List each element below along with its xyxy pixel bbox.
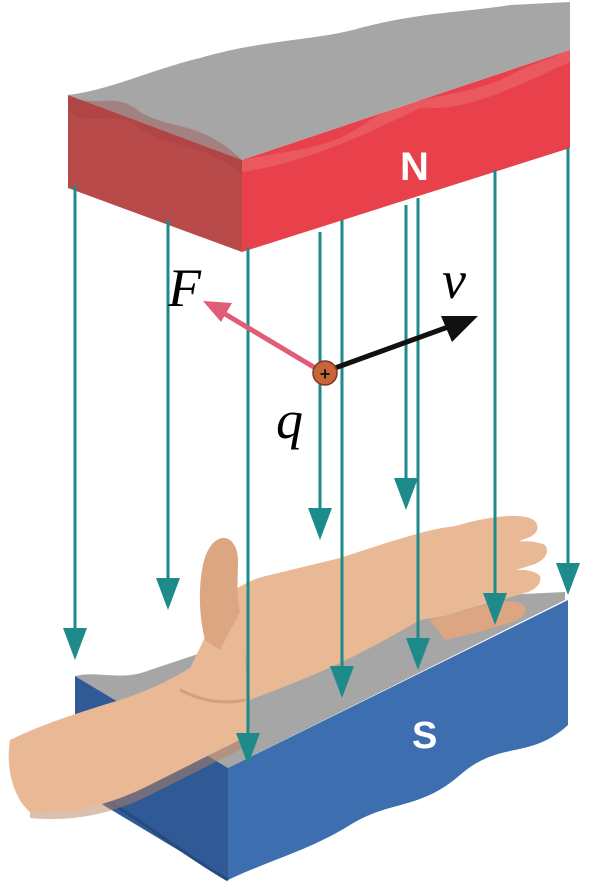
north-magnet-side-shading xyxy=(68,95,242,175)
arrow-down-icon xyxy=(156,578,180,610)
field-line-1 xyxy=(63,185,87,660)
velocity-arrowhead-icon xyxy=(441,316,478,342)
charged-particle: + q xyxy=(276,360,338,450)
arrow-down-icon xyxy=(63,628,87,660)
finger-middle xyxy=(400,541,547,600)
field-line-3 xyxy=(308,232,332,540)
north-magnet: N xyxy=(68,2,570,252)
finger-little xyxy=(430,601,526,640)
arrow-down-icon xyxy=(556,563,580,595)
particle-ball xyxy=(312,360,338,386)
field-line-8 xyxy=(406,198,430,670)
field-line-7 xyxy=(330,220,354,698)
north-pole-label: N xyxy=(400,145,429,189)
force-arrowhead-icon xyxy=(203,301,232,322)
velocity-arrow-shaft xyxy=(334,324,449,371)
arrow-down-icon xyxy=(308,508,332,540)
north-magnet-side-face xyxy=(68,95,242,252)
thumb xyxy=(199,537,240,650)
field-line-5 xyxy=(556,148,580,595)
force-vector: F xyxy=(167,258,324,375)
finger-ring xyxy=(415,569,541,620)
wrist-shading xyxy=(179,688,246,704)
arrow-down-icon xyxy=(483,593,507,625)
velocity-vector: v xyxy=(334,250,478,371)
arrow-down-icon xyxy=(236,733,260,765)
particle-sign: + xyxy=(320,364,331,384)
field-line-2 xyxy=(156,220,180,610)
velocity-label: v xyxy=(442,250,466,310)
field-line-4 xyxy=(394,205,418,510)
north-magnet-top-face xyxy=(68,2,570,160)
open-right-hand-icon xyxy=(8,515,547,820)
south-magnet-front-face xyxy=(228,600,568,880)
field-line-9 xyxy=(483,170,507,625)
particle-label: q xyxy=(276,390,303,450)
arrow-down-icon xyxy=(406,638,430,670)
north-magnet-front-face xyxy=(242,50,570,252)
arrow-down-icon xyxy=(330,666,354,698)
force-arrow-shaft xyxy=(223,311,324,375)
arrow-down-icon xyxy=(394,478,418,510)
forearm xyxy=(8,648,250,813)
south-pole-label: S xyxy=(412,715,437,757)
force-label: F xyxy=(167,258,202,318)
north-magnet-front-highlight xyxy=(242,50,570,172)
